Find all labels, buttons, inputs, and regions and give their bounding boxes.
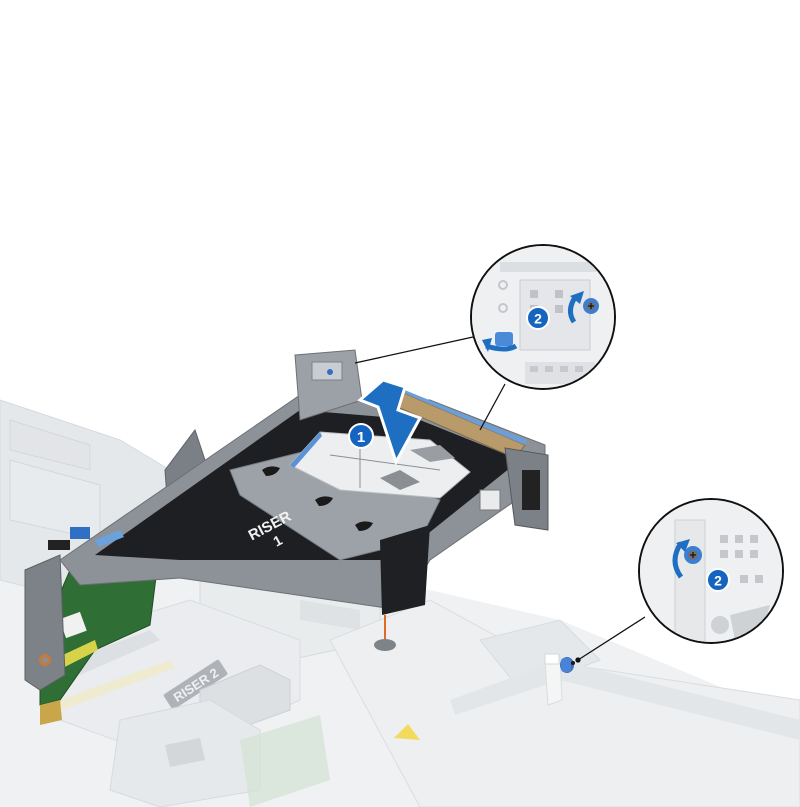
warning-triangle-icon (394, 724, 420, 740)
cage-slot (262, 466, 280, 476)
step-1-indicator: 1 (348, 378, 423, 466)
cage-slot (315, 496, 333, 506)
step-badge (706, 568, 730, 592)
step-badge (348, 423, 374, 449)
svg-text:1: 1 (357, 429, 365, 446)
svg-text:2: 2 (714, 573, 722, 589)
down-arrow-icon (357, 378, 423, 466)
callout-right: 2 (638, 498, 784, 644)
captive-screw-front (560, 657, 575, 673)
callout-top: 2 (470, 244, 616, 390)
cage-slot (355, 521, 373, 531)
callout-leaders (354, 336, 646, 663)
server-chassis: RISER 2 (0, 399, 800, 807)
step-badge (526, 306, 550, 330)
blue-latch-icon (495, 332, 513, 346)
svg-text:2: 2 (534, 311, 542, 327)
rotate-arrow-icon (485, 343, 518, 352)
riser-cage: RISER 1 (24, 349, 549, 725)
